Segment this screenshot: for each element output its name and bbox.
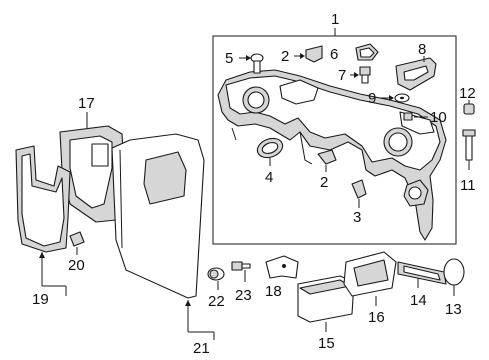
part-14-strip [397,261,447,288]
part-2-clip [294,45,323,63]
callout-20: 20 [68,257,85,274]
callout-2-lower: 2 [320,174,328,191]
callout-12: 12 [459,85,476,102]
callout-15: 15 [318,335,335,352]
part-8-trim [395,56,437,91]
group-leaders [39,252,215,340]
callout-13: 13 [445,301,462,318]
callout-6: 6 [330,46,338,63]
callout-11: 11 [460,177,476,194]
part-10-nut [403,112,428,121]
callout-14: 14 [410,292,427,309]
callout-19: 19 [32,291,49,308]
part-2-clip-lower [317,149,337,172]
part-19-side-panel [15,145,71,253]
part-16-bracket [343,251,397,306]
part-13-cap [443,258,465,296]
instrument-panel [217,69,447,241]
part-11-bolt [462,129,476,170]
part-9-washer [380,93,410,103]
part-22-knob [207,267,225,290]
part-18-bracket [265,255,299,279]
callout-2-top: 2 [281,48,289,65]
part-20-clip [69,231,85,255]
callout-1: 1 [331,11,339,28]
callout-17: 17 [78,95,95,112]
part-21-cover [111,133,205,299]
callout-7: 7 [338,67,346,84]
part-7-bolt [350,66,371,84]
callout-23: 23 [235,287,252,304]
callout-5: 5 [225,50,233,67]
callout-8: 8 [418,41,426,58]
callout-18: 18 [265,283,282,300]
part-23-screw [231,261,251,282]
callout-4: 4 [265,169,273,186]
part-6-pad [355,43,379,61]
callout-21: 21 [193,340,210,357]
part-3-clip [351,179,367,208]
callout-3: 3 [353,209,361,226]
callout-9: 9 [368,90,376,107]
part-12-cap [463,100,475,115]
callout-16: 16 [368,309,385,326]
part-4-vent [256,137,284,166]
part-15-pocket [297,275,355,332]
callout-22: 22 [208,293,225,310]
part-5-bolt [239,53,264,74]
callout-10: 10 [430,109,447,126]
